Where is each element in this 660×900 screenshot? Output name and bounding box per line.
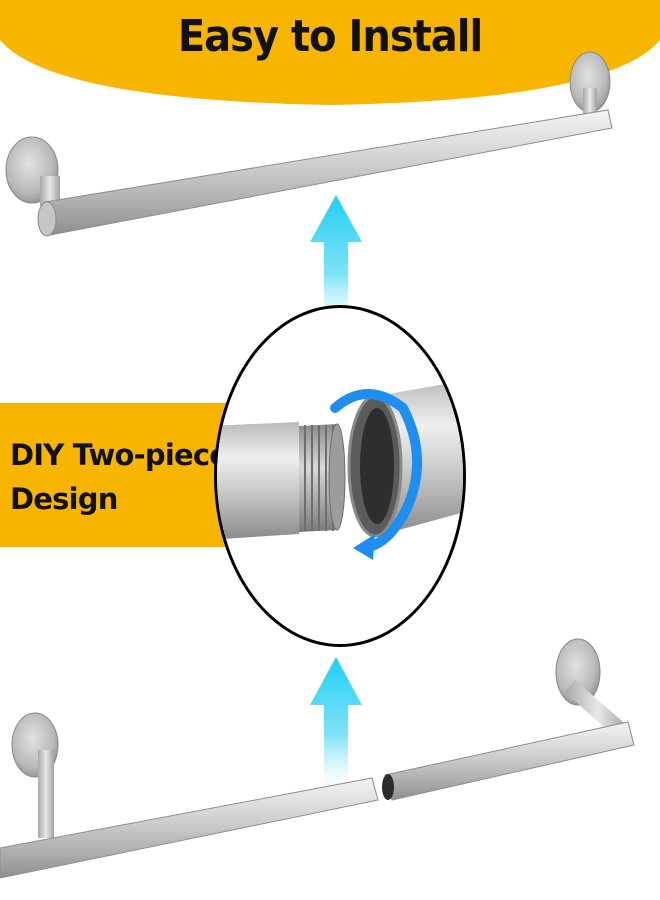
right-half-opening [382, 774, 394, 800]
male-threaded-piece [217, 422, 299, 540]
banner-shape [0, 0, 660, 105]
top-banner: Easy to Install [0, 0, 660, 110]
assembled-towel-bar [5, 51, 613, 237]
disassembled-towel-bar [0, 638, 635, 879]
rotate-arrow-icon [330, 389, 423, 560]
female-inner-threads [360, 408, 394, 524]
up-arrow-icon [310, 657, 362, 800]
threaded-joint-closeup [217, 380, 463, 560]
joint-detail-view [214, 305, 466, 647]
left-mount-post [38, 750, 54, 838]
right-bar-half [384, 721, 635, 801]
feature-label-line2: Design [10, 482, 118, 516]
male-threads [299, 423, 346, 532]
banner-title: Easy to Install [177, 12, 483, 62]
left-mount-post [40, 176, 60, 206]
right-mount-disc [555, 638, 601, 706]
feature-label: DIY Two-piece Design [0, 403, 240, 547]
top-bar-end-cap [37, 201, 57, 237]
feature-label-line1: DIY Two-piece [10, 438, 229, 472]
left-bar-half [0, 777, 379, 879]
feature-label-text: DIY Two-piece Design [10, 433, 230, 521]
right-mount-post [583, 88, 597, 118]
up-arrow-icon [310, 195, 362, 340]
